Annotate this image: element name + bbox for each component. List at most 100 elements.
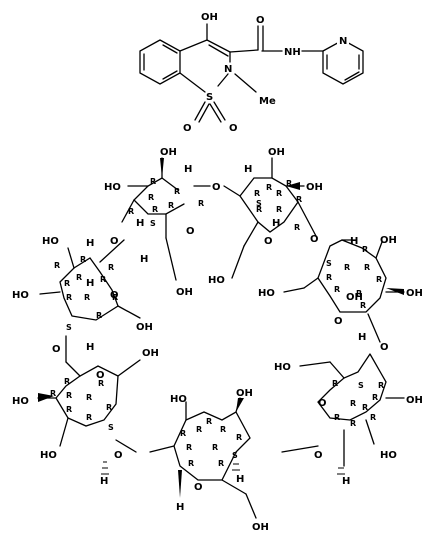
stereo-r-label: R [378, 381, 384, 390]
sulfonyl-bond [194, 101, 206, 121]
piroxicam-molecule: OH O NH N N Me S O O [139, 12, 364, 134]
bond [303, 277, 319, 289]
stereo-r-label: R [50, 389, 56, 398]
stereo-r-label: R [98, 379, 104, 388]
stereo-r-label: R [286, 179, 292, 188]
sulfonyl-bond [213, 101, 226, 121]
stereo-r-label: R [296, 195, 302, 204]
hydrogen-label: H [342, 476, 350, 487]
stereo-s-label: S [232, 451, 238, 460]
bond [39, 291, 61, 295]
stereo-s-label: S [108, 423, 114, 432]
stereo-r-label: R [86, 413, 92, 422]
stereo-r-label: R [376, 275, 382, 284]
stereo-r-label: R [334, 413, 340, 422]
stereo-r-label: R [174, 187, 180, 196]
stereo-r-label: R [362, 245, 368, 254]
ring-o-label: O [96, 370, 105, 381]
stereo-r-label: R [66, 293, 72, 302]
stereo-r-label: R [350, 399, 356, 408]
double-bond [208, 44, 229, 57]
stereo-r-label: R [334, 285, 340, 294]
hydroxyl-label: OH [252, 522, 269, 533]
glycosidic-bond [149, 445, 175, 453]
hydroxyl-label: OH [346, 292, 363, 303]
ring-o-label: O [318, 398, 327, 409]
methyl-label: Me [259, 96, 276, 107]
hydroxyl-label: HO [258, 288, 275, 299]
hydroxyl-labels: OH HO HO OH OH HO OH HO OH OH HO OH HO O… [12, 147, 423, 533]
stereo-r-label: R [152, 205, 158, 214]
stereo-r-label: R [364, 263, 370, 272]
hydroxyl-label: OH [306, 182, 323, 193]
hydroxyl-label: OH [406, 288, 423, 299]
stereo-s-label: S [358, 381, 364, 390]
bond [65, 361, 81, 377]
stereo-r-label: R [150, 177, 156, 186]
bond [375, 241, 383, 259]
glycosidic-o-label: O [310, 234, 319, 245]
benzene-double-bond [162, 44, 178, 54]
stereo-r-label: R [168, 201, 174, 210]
ring-o-label: O [264, 236, 273, 247]
stereo-r-label: R [112, 293, 118, 302]
glycosidic-bond [223, 185, 241, 197]
glycosidic-o-label: O [380, 342, 389, 353]
bond [179, 72, 206, 93]
stereo-r-labels: R R R R R R R R R R R R R R R R R R R R … [50, 177, 384, 468]
stereo-r-label: R [370, 413, 376, 422]
stereo-r-label: R [76, 273, 82, 282]
glucose-ring [317, 239, 387, 313]
hydrogen-label: H [358, 332, 366, 343]
stereo-r-label: R [356, 289, 362, 298]
sulfonyl-bond [198, 103, 210, 123]
ring-o-label: O [186, 226, 195, 237]
pyridine-double-bond [344, 71, 360, 81]
stereo-r-label: R [106, 403, 112, 412]
hydroxyl-label: HO [170, 394, 187, 405]
bond [67, 247, 75, 269]
stereo-r-label: R [108, 263, 114, 272]
hydroxyl-label: OH [176, 287, 193, 298]
bond [117, 305, 141, 319]
hashed-bonds [101, 461, 345, 475]
hydroxyl-label: OH [268, 147, 285, 158]
stereo-r-label: R [148, 193, 154, 202]
carbonyl-o-label: O [256, 15, 265, 26]
hydrogen-label: H [176, 502, 184, 513]
stereo-r-label: R [64, 377, 70, 386]
stereo-r-label: R [96, 311, 102, 320]
hydroxyl-label: HO [12, 290, 29, 301]
ring-o-label: O [110, 290, 119, 301]
wedge-bond [286, 182, 300, 190]
stereo-r-label: R [332, 379, 338, 388]
stereo-r-label: R [236, 433, 242, 442]
bond [221, 479, 247, 495]
glycosidic-bond [297, 201, 317, 237]
bond [117, 359, 141, 377]
stereo-r-label: R [54, 261, 60, 270]
glycosidic-bond [367, 313, 381, 343]
bond [231, 245, 245, 279]
glycosidic-bond [281, 445, 319, 453]
stereo-r-label: R [212, 443, 218, 452]
hydrogen-label: H [184, 164, 192, 175]
stereo-s-label: S [326, 259, 332, 268]
stereo-r-label: R [362, 403, 368, 412]
bond [206, 39, 231, 53]
hydrogen-label: H [100, 476, 108, 487]
glycosidic-o-label: O [314, 450, 323, 461]
hydrogen-label: H [244, 164, 252, 175]
hydroxyl-label: HO [42, 236, 59, 247]
bond [229, 49, 259, 53]
ring-n-label: N [224, 64, 232, 75]
cyclodextrin-molecule: OH HO HO OH OH HO OH HO OH OH HO OH HO O… [12, 147, 423, 533]
stereo-r-label: R [256, 205, 262, 214]
hydrogen-label: H [350, 236, 358, 247]
bond [245, 493, 257, 519]
hydroxyl-label: OH [380, 235, 397, 246]
stereo-r-label: R [186, 443, 192, 452]
bond [283, 287, 305, 293]
